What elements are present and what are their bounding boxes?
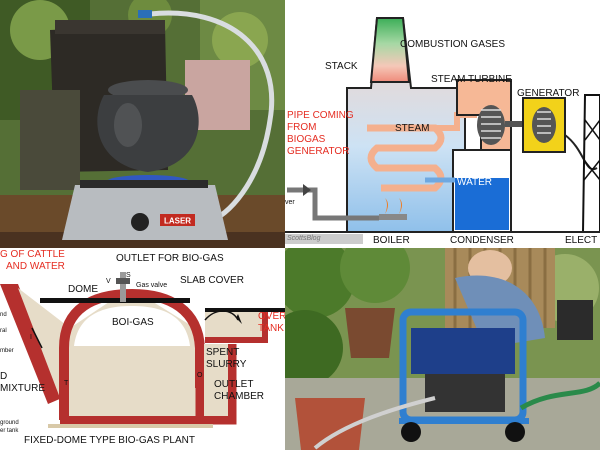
hose-clamp [138,10,152,18]
label-boiler: BOILER [373,235,410,246]
label-slab-cover: SLAB COVER [180,275,244,286]
biogas-stove-photo: LASER [0,0,285,248]
label-left-line3: mber [0,348,14,354]
gas-hose-green [519,381,600,411]
fixed-dome-diagram: G OF CATTLE AND WATER OUTLET FOR BIO-GAS… [0,248,285,450]
label-mark-o: O [197,372,203,379]
generator-scene [285,248,600,450]
label-dung-line2: AND WATER [6,261,65,272]
tank-lid [55,20,165,34]
stove-scene: LASER [0,0,285,248]
label-condenser: CONDENSER [450,235,514,246]
label-left-partial: ver [285,199,295,206]
burner-brand-text: LASER [164,217,191,226]
label-pipe-line1: PIPE COMING [287,110,354,121]
inlet-pipe [0,284,62,404]
flower-pot [295,398,365,450]
label-gas-valve: Gas valve [136,282,168,289]
label-electricity-partial: ELECT [565,235,598,246]
burner-badge [160,214,195,226]
label-spent-line2: SLURRY [206,359,247,370]
diagram-caption: FIXED-DOME TYPE BIO-GAS PLANT [24,435,195,446]
label-pipe-line3: BIOGAS [287,134,326,145]
generator-photo [285,248,600,450]
generator-engine [425,374,505,412]
gas-pocket [74,306,190,346]
generator-wheel [401,422,421,442]
power-pylon [581,94,600,233]
label-dung-line1: G OF CATTLE [0,249,65,260]
label-outlet-line2: CHAMBER [214,391,265,402]
label-left-line2: ral [0,328,7,334]
label-ground-line1: ground [0,420,19,426]
gas-burner [62,185,228,240]
label-pipe-line2: FROM [287,122,317,133]
label-ground-line2: er tank [0,428,19,434]
label-dome: DOME [68,284,98,295]
generator-tank [411,328,515,374]
label-outlet-line1: OUTLET [214,379,254,390]
power-plant-drawing [285,17,600,244]
label-spent-line1: SPENT [206,347,240,358]
dark-pot [557,300,593,340]
label-mark-t: T [64,380,69,387]
label-generator: GENERATOR [517,88,580,99]
steam-turbine [477,105,505,145]
stack [369,17,411,83]
label-steam: STEAM [395,123,430,134]
biogas-pipe [287,187,379,221]
label-pipe-line4: GENERATOR [287,146,350,157]
gas-valve [116,278,130,284]
gas-hose [149,10,275,225]
power-plant-diagram: STACK COMBUSTION GASES STEAM TURBINE GEN… [285,0,600,248]
label-mark-i: I [30,334,32,341]
floor-bricks [60,416,210,426]
label-overflow-line1: OVERFLOW [258,311,285,322]
outlet-chamber-wall [195,344,237,425]
gas-outlet-pipe [120,272,126,302]
label-outlet-for-biogas: OUTLET FOR BIO-GAS [116,253,224,264]
label-boi-gas: BOI-GAS [112,317,154,328]
label-overflow-line2: TANK [258,323,284,334]
fixed-dome-drawing [0,272,285,450]
label-valve-v: V [106,278,111,285]
label-water: WATER [457,177,492,188]
burner-knob [131,213,149,231]
label-valve-s: S [126,272,131,279]
label-stack: STACK [325,61,358,72]
boiler-flame [385,198,388,214]
label-mixture-line1: D [0,371,8,382]
label-steam-turbine: STEAM TURBINE [431,74,512,85]
watermark: ScottsBlog [287,235,321,242]
label-combustion-gases: COMBUSTION GASES [400,39,506,50]
label-left-line1: nd [0,312,7,318]
slab-cover [40,298,190,303]
dome-wall [59,288,205,420]
label-mixture-line2: MIXTURE [0,383,45,394]
